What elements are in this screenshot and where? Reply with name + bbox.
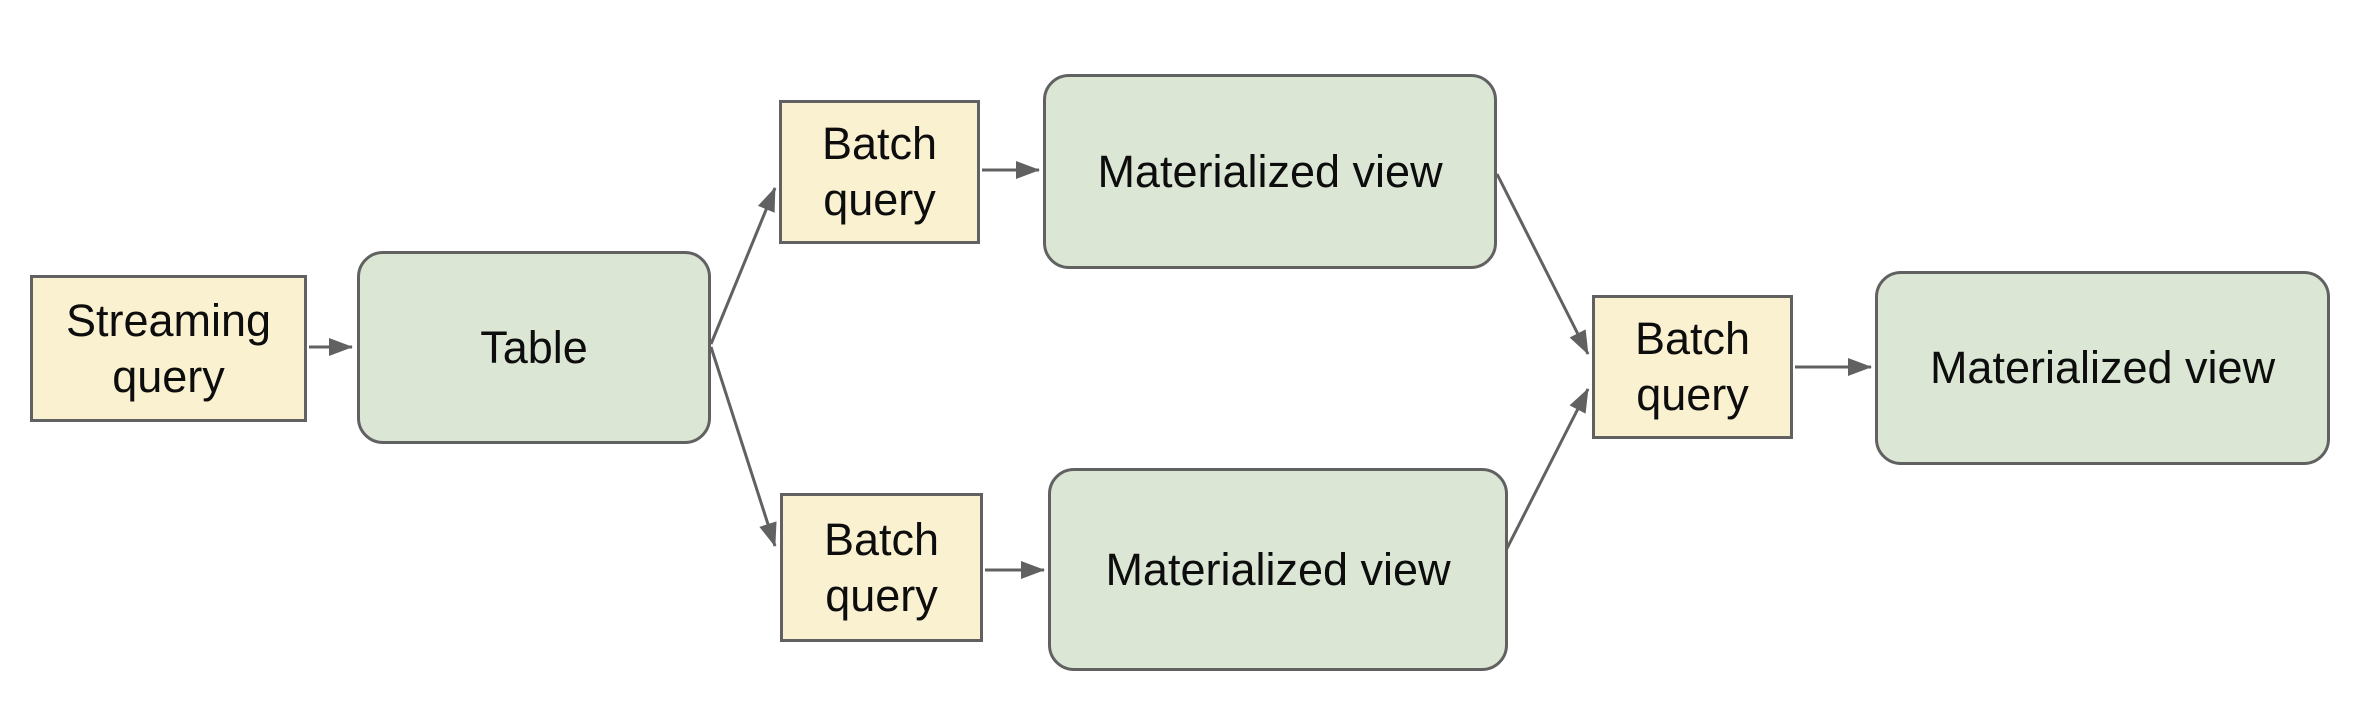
- node-label-batch-query-bottom: Batch query: [823, 513, 940, 621]
- arrow-mv-top-to-batch-right: [1495, 173, 1590, 355]
- node-batch-query-right: Batch query: [1592, 295, 1793, 439]
- node-label-materialized-view-right: Materialized view: [1929, 342, 2276, 394]
- node-materialized-view-bottom: Materialized view: [1048, 468, 1508, 671]
- node-label-materialized-view-bottom: Materialized view: [1105, 543, 1451, 595]
- node-streaming-query: Streaming query: [30, 275, 307, 422]
- arrow-table-to-batch-top: [709, 187, 777, 345]
- node-label-batch-query-top: Batch query: [821, 118, 938, 225]
- arrow-table-to-batch-bottom: [709, 346, 777, 547]
- node-materialized-view-top: Materialized view: [1043, 74, 1497, 269]
- node-label-table: Table: [480, 321, 588, 373]
- arrow-mv-bottom-to-batch-right: [1496, 388, 1590, 567]
- node-batch-query-bottom: Batch query: [780, 493, 983, 642]
- node-label-streaming-query: Streaming query: [65, 294, 272, 402]
- node-materialized-view-right: Materialized view: [1875, 271, 2330, 465]
- node-batch-query-top: Batch query: [779, 100, 980, 244]
- node-table: Table: [357, 251, 711, 444]
- node-label-materialized-view-top: Materialized view: [1097, 145, 1443, 197]
- node-label-batch-query-right: Batch query: [1634, 313, 1751, 420]
